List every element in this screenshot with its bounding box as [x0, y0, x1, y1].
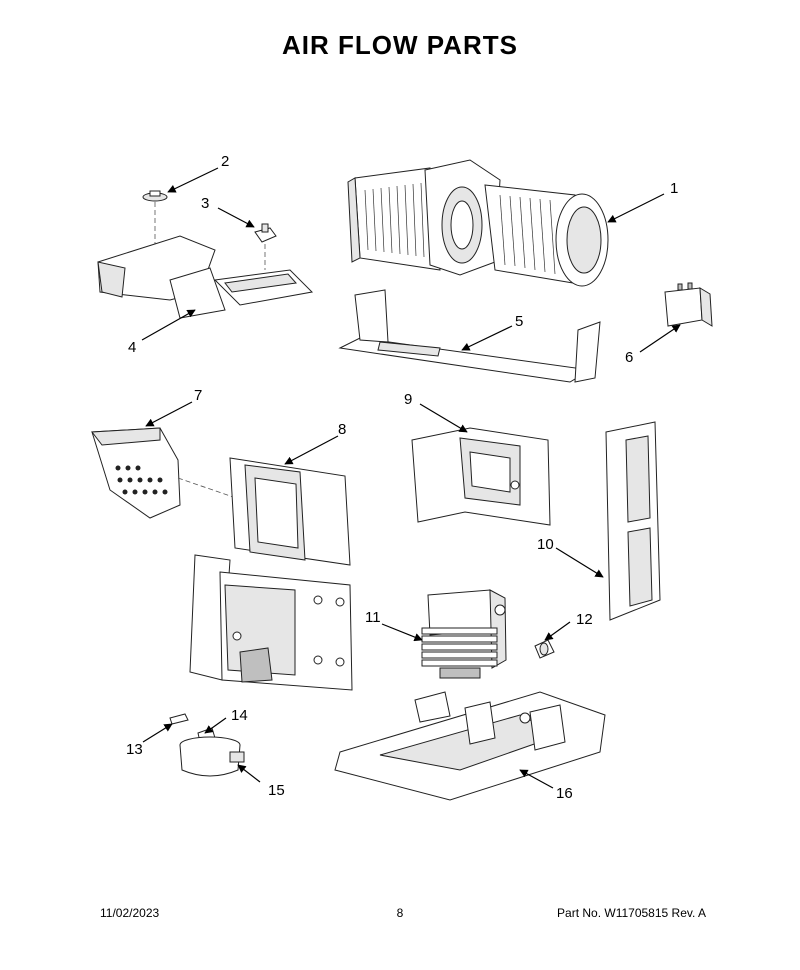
part-5-base-plate	[338, 289, 601, 383]
part-12-clip	[534, 639, 555, 659]
part-3-bracket	[254, 223, 277, 270]
callout-10: 10	[537, 536, 554, 553]
page-title: AIR FLOW PARTS	[282, 30, 518, 60]
part-7-vent-grille	[91, 427, 301, 521]
callout-9: 9	[404, 391, 412, 408]
part-16-base-tray	[334, 691, 606, 801]
part-13-fuse-tab	[169, 713, 189, 725]
callout-2: 2	[221, 153, 229, 170]
part-1-blower-assembly	[347, 159, 609, 287]
footer-part-number: Part No. W11705815 Rev. A	[557, 906, 706, 920]
callout-5: 5	[515, 313, 523, 330]
footer-date: 11/02/2023	[100, 906, 160, 920]
callout-1: 1	[670, 180, 678, 197]
part-10-side-panel	[605, 421, 661, 621]
callout-11: 11	[365, 609, 381, 626]
callout-4: 4	[128, 339, 136, 356]
part-2-thermal-disc	[142, 190, 168, 245]
part-4-duct-assembly	[97, 235, 314, 319]
part-8-main-frame	[189, 457, 353, 691]
callout-3: 3	[201, 195, 209, 212]
part-6-capacitor	[664, 282, 713, 327]
callout-12: 12	[576, 611, 593, 628]
callout-15: 15	[268, 782, 285, 799]
footer-page-number: 8	[396, 906, 404, 920]
callout-8: 8	[338, 421, 346, 438]
callout-16: 16	[556, 785, 573, 802]
callout-7: 7	[194, 387, 202, 404]
callout-13: 13	[126, 741, 143, 758]
part-11-magnetron	[421, 589, 507, 679]
part-15-thermostat	[179, 736, 245, 777]
leader-lines	[141, 167, 681, 789]
callout-6: 6	[625, 349, 633, 366]
callout-14: 14	[231, 707, 248, 724]
part-9-housing	[411, 427, 551, 526]
